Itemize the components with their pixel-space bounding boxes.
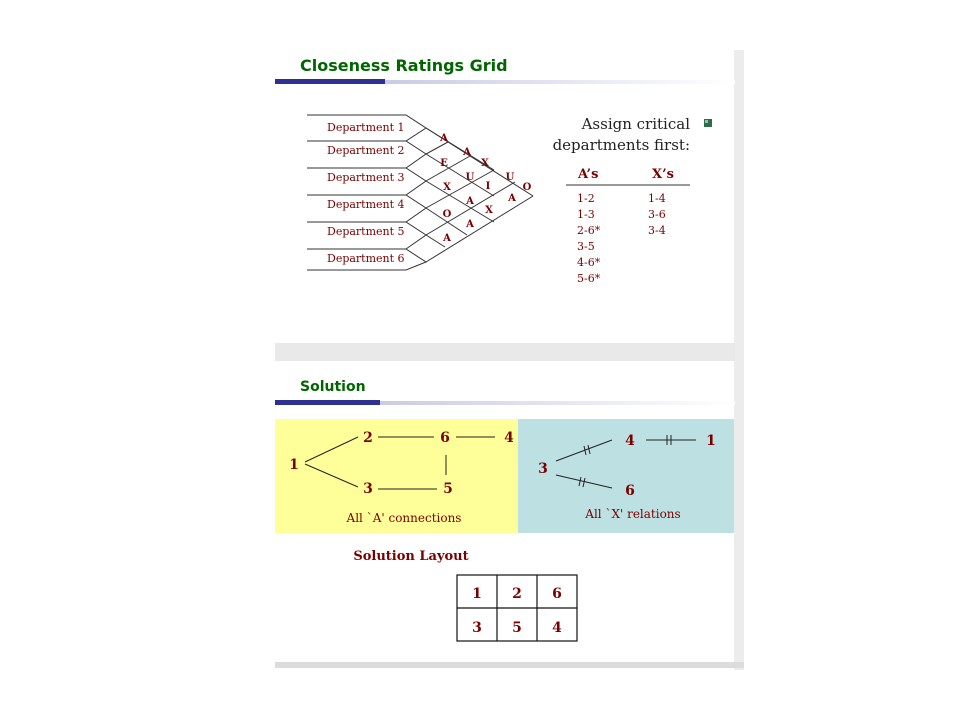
assign-text-line2: departments first: (553, 136, 690, 154)
solution-layout-title: Solution Layout (353, 549, 468, 564)
solution-layout-grid (456, 574, 578, 642)
department-label: Department 6 (327, 252, 405, 265)
x-list-header: X’s (652, 167, 674, 182)
ratings-triangle-grid (425, 127, 534, 263)
solution-title: Solution (300, 379, 366, 395)
graph-node: 1 (706, 433, 716, 449)
rating-cell: A (442, 233, 451, 244)
x-relations-caption: All `X' relations (584, 507, 680, 521)
list-item: 3-6 (648, 208, 666, 221)
x-relations-panel (518, 419, 734, 533)
graph-node: 5 (443, 481, 453, 497)
department-label: Department 2 (327, 144, 405, 157)
rating-cell: E (440, 158, 448, 169)
rating-cell: A (465, 219, 474, 230)
layout-cell: 3 (472, 620, 482, 636)
list-item: 3-5 (577, 240, 595, 253)
slide-right-border (734, 50, 744, 670)
layout-cell: 2 (512, 586, 522, 602)
graph-node: 4 (504, 430, 514, 446)
graph-node: 1 (289, 457, 299, 473)
dept-row-outline (307, 221, 427, 250)
list-item: 1-2 (577, 192, 595, 205)
rating-cell: U (466, 172, 475, 183)
list-item: 1-4 (648, 192, 666, 205)
layout-cell: 4 (552, 620, 562, 636)
rating-letters: A E X O A A U A A X I X U A O (439, 133, 532, 244)
page-title: Closeness Ratings Grid (300, 56, 508, 75)
list-item: 3-4 (648, 224, 666, 237)
department-rows (307, 114, 428, 271)
dept-row-outline (307, 194, 427, 223)
rating-cell: A (462, 147, 471, 158)
rating-cell: I (486, 181, 491, 192)
bullet-square-icon (704, 119, 712, 127)
rating-cell: X (485, 205, 493, 216)
x-relations-nodes: 3 4 1 6 (538, 433, 716, 499)
graph-node: 4 (625, 433, 635, 449)
solution-underline-bar (275, 400, 380, 405)
layout-cell: 5 (512, 620, 522, 636)
layout-cell: 6 (552, 586, 562, 602)
graph-node: 6 (625, 483, 635, 499)
title-underline-gradient (385, 80, 735, 84)
graph-node: 2 (363, 430, 373, 446)
list-item: 2-6* (577, 224, 601, 237)
a-connections-panel (275, 419, 518, 533)
rating-cell: X (481, 158, 489, 169)
slide-bottom-border (275, 662, 744, 668)
department-label: Department 4 (327, 198, 405, 211)
a-list: 1-2 1-3 2-6* 3-5 4-6* 5-6* (577, 192, 601, 285)
a-connections-nodes: 1 2 6 4 3 5 (289, 430, 514, 497)
x-list: 1-4 3-6 3-4 (648, 192, 666, 237)
graph-node: 3 (538, 461, 548, 477)
list-item: 5-6* (577, 272, 601, 285)
department-labels: Department 1 Department 2 Department 3 D… (327, 121, 405, 265)
dept-row-outline (307, 140, 427, 169)
layout-cell: 1 (472, 586, 482, 602)
a-connections-caption: All `A' connections (346, 511, 462, 525)
solution-underline-gradient (380, 401, 735, 405)
department-label: Department 1 (327, 121, 405, 134)
assign-text-line1: Assign critical (581, 115, 691, 133)
section-divider (275, 343, 735, 361)
rating-cell: A (439, 133, 448, 144)
graph-node: 6 (440, 430, 450, 446)
list-item: 1-3 (577, 208, 595, 221)
department-label: Department 3 (327, 171, 405, 184)
graph-node: 3 (363, 481, 373, 497)
solution-layout-cells: 1 2 6 3 5 4 (472, 586, 562, 636)
a-list-header: A’s (577, 167, 598, 182)
list-item: 4-6* (577, 256, 601, 269)
rating-cell: A (465, 196, 474, 207)
a-connections-edges (304, 436, 495, 490)
x-relations-edges (555, 435, 696, 489)
rating-cell: O (523, 182, 532, 193)
rating-cell: A (507, 193, 516, 204)
title-underline-bar (275, 79, 385, 84)
department-label: Department 5 (327, 225, 405, 238)
rating-cell: O (443, 209, 452, 220)
rating-cell: U (506, 172, 515, 183)
rating-cell: X (443, 182, 451, 193)
dept-row-outline (307, 167, 427, 196)
